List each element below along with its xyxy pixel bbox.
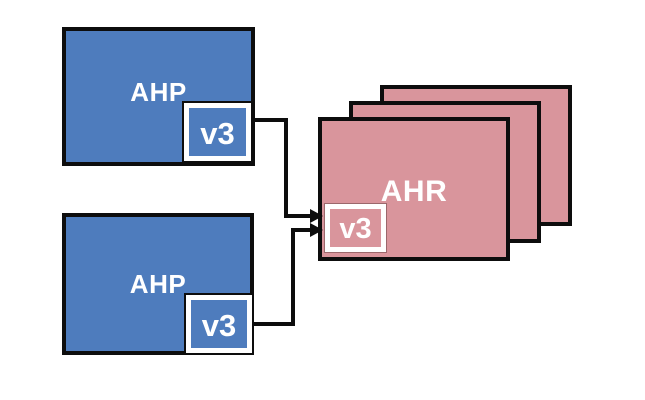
connector-ahp2-segment-vertical [291, 228, 295, 326]
ahp-node-2-version-label: v3 [201, 308, 237, 343]
ahp-node-1-version-badge: v3 [184, 103, 251, 161]
connector-ahp1-segment-vertical [284, 118, 288, 218]
connector-ahp2-arrowhead-icon [310, 223, 323, 237]
ahp-node-1-label: AHP [130, 77, 187, 107]
connector-ahp2-segment-horizontal-out [254, 322, 295, 326]
ahr-version-badge: v3 [325, 204, 386, 252]
ahr-node: AHR [318, 117, 510, 261]
ahp-node-2-version-badge: v3 [186, 295, 252, 353]
connector-ahp1-arrowhead-icon [310, 209, 323, 223]
connector-ahp1-segment-horizontal-in [284, 214, 312, 218]
ahp-node-2-label: AHP [129, 269, 187, 299]
connector-ahp2-segment-horizontal-in [291, 228, 312, 232]
ahp-node-1-version-label: v3 [200, 116, 235, 151]
ahr-version-label: v3 [339, 213, 372, 245]
connector-ahp1-segment-horizontal-out [253, 118, 288, 122]
ahr-node-label: AHR [380, 175, 448, 208]
